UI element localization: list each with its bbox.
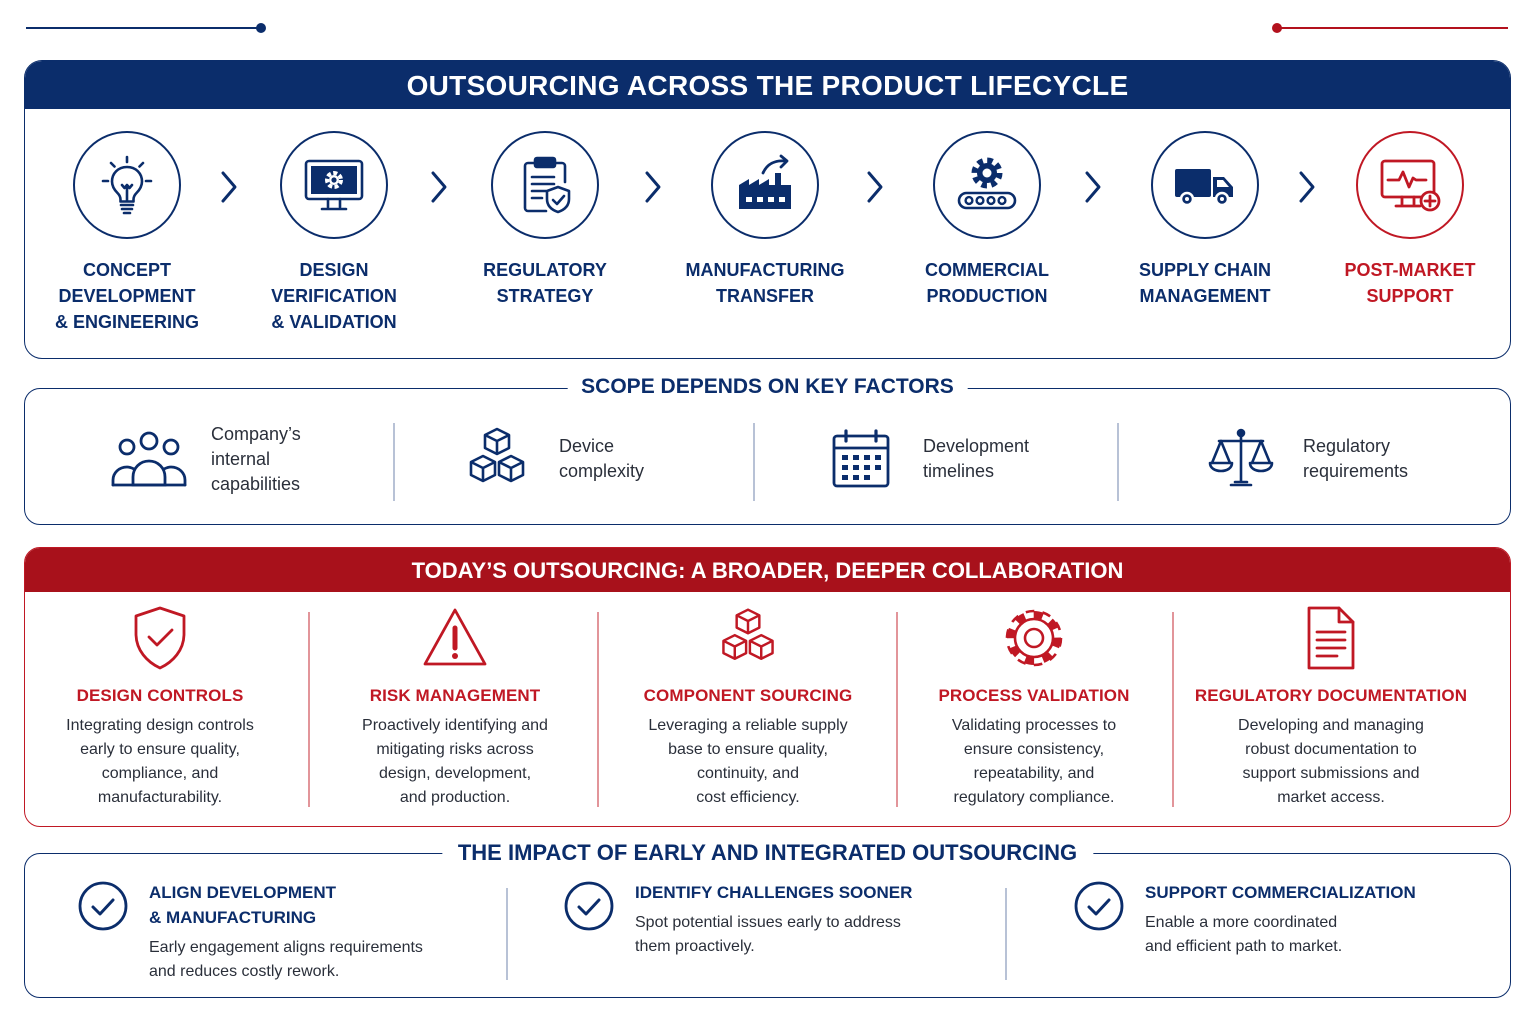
- scales-icon: [1201, 419, 1281, 499]
- divider: [753, 423, 755, 501]
- monitor-heartbeat-icon: [1356, 131, 1464, 239]
- lifecycle-title: OUTSOURCING ACROSS THE PRODUCT LIFECYCLE: [25, 61, 1510, 109]
- impact-item-description: Spot potential issues early to address t…: [635, 914, 901, 955]
- pillar-title: COMPONENT SOURCING: [643, 686, 853, 705]
- decorative-line-left: [26, 23, 266, 33]
- pillar-title: RISK MANAGEMENT: [369, 686, 541, 705]
- stage-label: SUPPLY CHAIN MANAGEMENT: [1138, 260, 1272, 306]
- stage-label: COMMERCIAL PRODUCTION: [925, 260, 1049, 306]
- pillar-regulatory-documentation: REGULATORY DOCUMENTATION Developing and …: [1191, 602, 1471, 810]
- factor-device-complexity: Device complexity: [457, 419, 644, 499]
- calendar-icon: [821, 419, 901, 499]
- pillar-description: Validating processes to ensure consisten…: [951, 717, 1117, 806]
- stage-label: CONCEPT DEVELOPMENT & ENGINEERING: [54, 260, 200, 332]
- decorative-line-right: [1272, 23, 1508, 33]
- collaboration-title: TODAY’S OUTSOURCING: A BROADER, DEEPER C…: [25, 548, 1510, 592]
- divider: [597, 612, 599, 807]
- factor-text: Development timelines: [923, 436, 1030, 481]
- pillar-description: Leveraging a reliable supply base to ens…: [648, 717, 848, 806]
- gear-conveyor-icon: [933, 131, 1041, 239]
- factor-regulatory-requirements: Regulatory requirements: [1201, 419, 1408, 499]
- lightbulb-icon: [73, 131, 181, 239]
- stage-supply-chain-management: SUPPLY CHAIN MANAGEMENT: [1105, 131, 1305, 309]
- factor-internal-capabilities: Company’s internal capabilities: [109, 419, 301, 499]
- truck-icon: [1151, 131, 1259, 239]
- pillar-description: Proactively identifying and mitigating r…: [362, 717, 548, 806]
- factory-arrow-icon: [711, 131, 819, 239]
- divider: [896, 612, 898, 807]
- factor-development-timelines: Development timelines: [821, 419, 1029, 499]
- stage-label: POST-MARKET SUPPORT: [1344, 260, 1476, 306]
- collaboration-panel: TODAY’S OUTSOURCING: A BROADER, DEEPER C…: [24, 547, 1511, 827]
- gear-icon: [919, 602, 1149, 674]
- impact-support-commercialization: SUPPORT COMMERCIALIZATION Enable a more …: [1073, 880, 1416, 959]
- impact-item-title: IDENTIFY CHALLENGES SOONER: [635, 883, 913, 902]
- pillar-title: DESIGN CONTROLS: [76, 686, 244, 705]
- impact-item-title: SUPPORT COMMERCIALIZATION: [1145, 883, 1416, 902]
- key-factors-panel: SCOPE DEPENDS ON KEY FACTORS Company’s i…: [24, 375, 1511, 525]
- people-group-icon: [109, 419, 189, 499]
- check-circle-icon: [78, 881, 128, 931]
- chevron-right-icon: [431, 171, 447, 203]
- impact-align-development: ALIGN DEVELOPMENT & MANUFACTURING Early …: [77, 880, 423, 984]
- impact-item-description: Enable a more coordinated and efficient …: [1145, 914, 1343, 955]
- chevron-right-icon: [1085, 171, 1101, 203]
- pillar-description: Developing and managing robust documenta…: [1238, 717, 1424, 806]
- stage-regulatory-strategy: REGULATORY STRATEGY: [445, 131, 645, 309]
- check-circle-icon: [1074, 881, 1124, 931]
- divider: [393, 423, 395, 501]
- divider: [1117, 423, 1119, 501]
- warning-triangle-icon: [335, 602, 575, 674]
- factor-text: Device complexity: [559, 436, 645, 481]
- impact-panel: THE IMPACT OF EARLY AND INTEGRATED OUTSO…: [24, 840, 1511, 998]
- monitor-gear-icon: [280, 131, 388, 239]
- cubes-icon: [457, 419, 537, 499]
- pillar-risk-management: RISK MANAGEMENT Proactively identifying …: [335, 602, 575, 810]
- chevron-right-icon: [1299, 171, 1315, 203]
- impact-item-description: Early engagement aligns requirements and…: [149, 939, 423, 980]
- shield-check-icon: [41, 602, 279, 674]
- lifecycle-panel: OUTSOURCING ACROSS THE PRODUCT LIFECYCLE…: [24, 60, 1511, 359]
- divider: [308, 612, 310, 807]
- pillar-component-sourcing: COMPONENT SOURCING Leveraging a reliable…: [623, 602, 873, 810]
- stage-label: REGULATORY STRATEGY: [483, 260, 607, 306]
- divider: [1172, 612, 1174, 807]
- divider: [1005, 888, 1007, 980]
- clipboard-shield-icon: [491, 131, 599, 239]
- key-factors-title: SCOPE DEPENDS ON KEY FACTORS: [567, 375, 968, 399]
- factor-text: Regulatory requirements: [1303, 436, 1409, 481]
- chevron-right-icon: [645, 171, 661, 203]
- stage-manufacturing-transfer: MANUFACTURING TRANSFER: [665, 131, 865, 309]
- stage-post-market-support: POST-MARKET SUPPORT: [1310, 131, 1510, 309]
- impact-identify-challenges: IDENTIFY CHALLENGES SOONER Spot potentia…: [563, 880, 912, 959]
- stage-label: MANUFACTURING TRANSFER: [685, 260, 845, 306]
- pillar-title: REGULATORY DOCUMENTATION: [1194, 686, 1468, 705]
- divider: [506, 888, 508, 980]
- stage-concept-development: CONCEPT DEVELOPMENT & ENGINEERING: [27, 131, 227, 335]
- impact-item-title: ALIGN DEVELOPMENT & MANUFACTURING: [149, 883, 337, 927]
- pillar-process-validation: PROCESS VALIDATION Validating processes …: [919, 602, 1149, 810]
- cubes-icon: [623, 602, 873, 674]
- chevron-right-icon: [867, 171, 883, 203]
- check-circle-icon: [564, 881, 614, 931]
- pillar-design-controls: DESIGN CONTROLS Integrating design contr…: [41, 602, 279, 810]
- impact-title: THE IMPACT OF EARLY AND INTEGRATED OUTSO…: [441, 840, 1094, 866]
- stage-commercial-production: COMMERCIAL PRODUCTION: [887, 131, 1087, 309]
- stage-label: DESIGN VERIFICATION & VALIDATION: [271, 260, 397, 332]
- stage-design-verification: DESIGN VERIFICATION & VALIDATION: [234, 131, 434, 335]
- factor-text: Company’s internal capabilities: [211, 423, 301, 494]
- chevron-right-icon: [221, 171, 237, 203]
- pillar-title: PROCESS VALIDATION: [938, 686, 1130, 705]
- pillar-description: Integrating design controls early to ens…: [66, 717, 254, 806]
- document-icon: [1191, 602, 1471, 674]
